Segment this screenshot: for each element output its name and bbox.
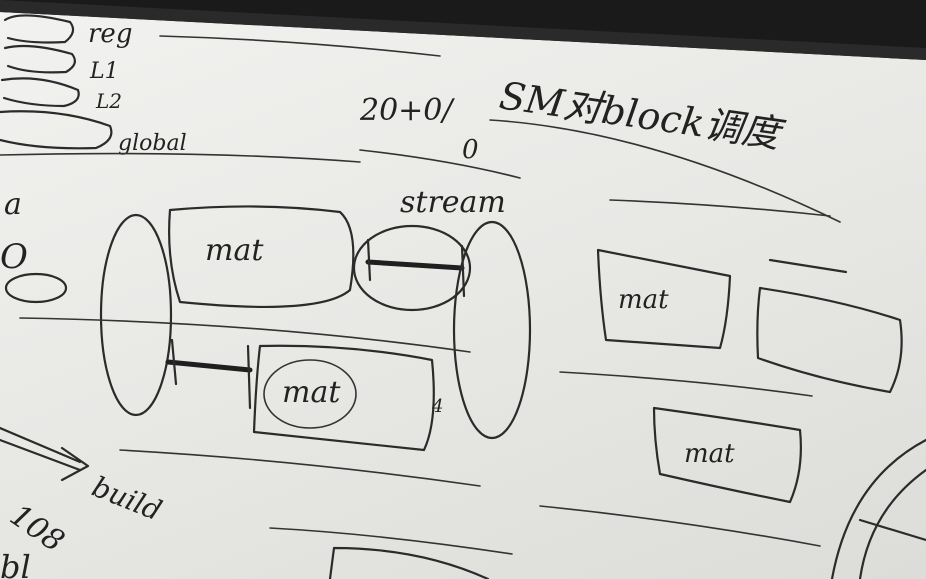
top-divider-line xyxy=(159,35,441,57)
left-mid-oval xyxy=(4,272,68,304)
formula-top: 20+0/ xyxy=(359,93,455,128)
mat-box-4 xyxy=(652,406,802,504)
bottom-line-1 xyxy=(119,449,481,487)
left-ellipse xyxy=(99,213,173,417)
memory-hierarchy-sketch: reg L1 L2 global xyxy=(0,14,361,163)
whiteboard-frame-edge xyxy=(0,0,926,60)
left-top-glyph: a xyxy=(4,187,22,222)
formula-line xyxy=(359,149,521,179)
right-bottomline xyxy=(539,505,821,547)
build-label: build xyxy=(87,470,166,527)
l1-label: L1 xyxy=(89,59,119,84)
reg-label: reg xyxy=(88,19,132,49)
stream-ellipse xyxy=(352,224,472,312)
mat-circle xyxy=(263,359,357,429)
bottom-partial-box xyxy=(328,546,490,579)
title-underline xyxy=(489,119,841,223)
mat-box-3 xyxy=(596,248,732,350)
right-midline xyxy=(559,371,813,397)
left-edge-text: bl xyxy=(0,548,31,579)
formula-bottom: 0 xyxy=(462,135,479,165)
mat-label-3: mat xyxy=(618,285,669,315)
build-arrow xyxy=(0,426,90,482)
right-ellipse xyxy=(452,220,532,440)
right-empty-box xyxy=(756,258,903,394)
right-mat-group: mat mat xyxy=(539,199,903,547)
left-bar xyxy=(165,359,253,373)
right-topline xyxy=(609,199,831,217)
bottom-line-2 xyxy=(269,527,513,555)
l2-label: L2 xyxy=(95,89,122,113)
global-label: global xyxy=(118,131,187,156)
mat-label-1: mat xyxy=(205,233,264,268)
mat-box-1 xyxy=(168,205,355,308)
stream-label: stream xyxy=(400,185,506,220)
stream-bar xyxy=(365,259,465,271)
left-mid-glyph: O xyxy=(0,237,28,277)
mat-label-4: mat xyxy=(684,439,735,469)
diagram-midline xyxy=(19,317,471,353)
mat-label-2: mat xyxy=(282,375,341,410)
mat-box-2 xyxy=(252,344,435,452)
mark-4: 4 xyxy=(431,396,443,417)
build-arrow-sketch: build 108 bl xyxy=(0,426,513,579)
bottom-right-circle xyxy=(830,438,926,579)
sm-block-title: SM对block调度 xyxy=(497,73,789,157)
stream-diagram: mat mat 4 xyxy=(19,205,532,452)
